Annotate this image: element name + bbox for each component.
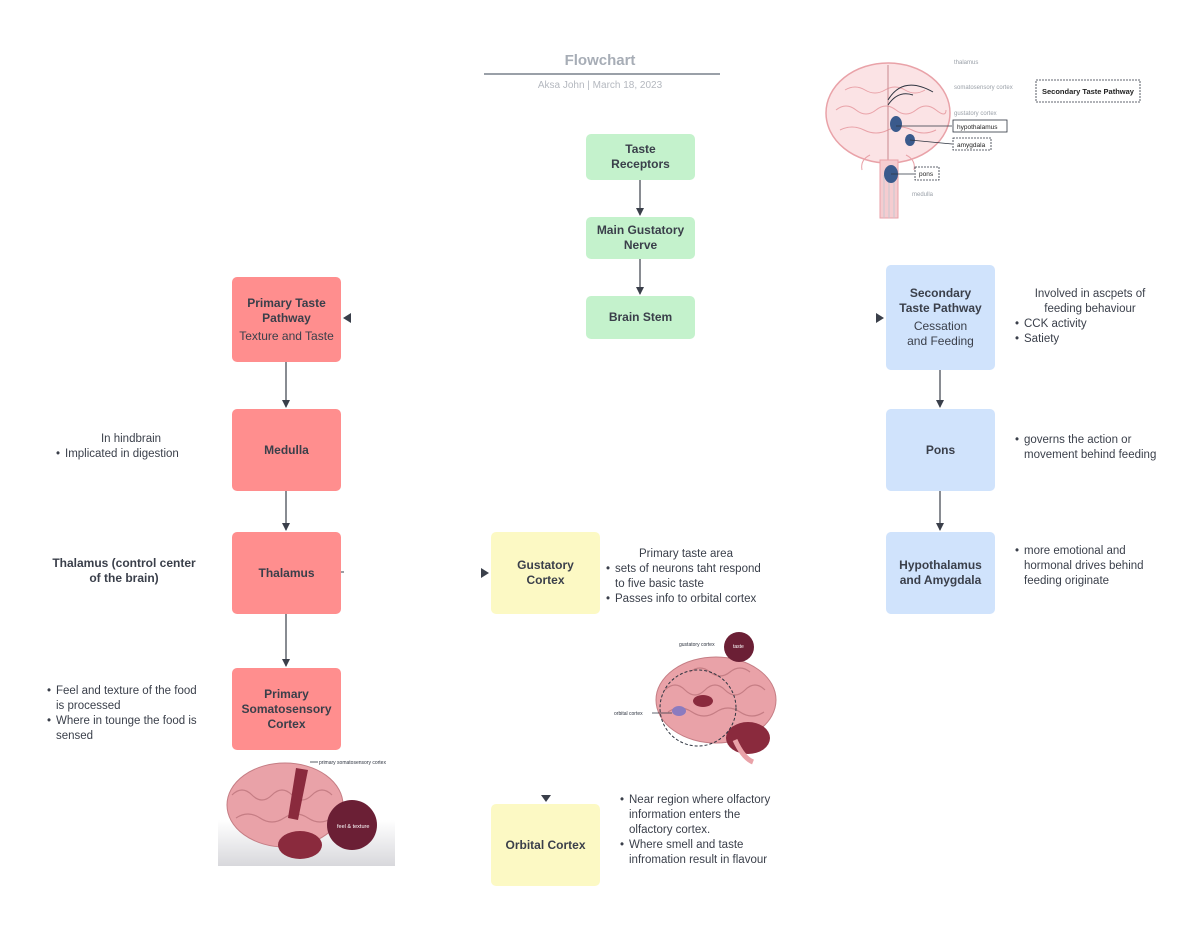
note-item: Passes info to orbital cortex [606,592,766,607]
node-label: Pons [925,442,956,457]
note-orbital: Near region where olfactory information … [620,793,782,868]
label-gustatory-small: gustatory cortex [679,642,715,648]
label-hypothalamus: hypothalamus [957,124,998,131]
node-label: Gustatory Cortex [517,558,574,587]
note-secondary: Involved in ascpets of feeding behaviour… [1015,287,1165,347]
label-primary-somatosensory: primary somatosensory cortex [319,760,386,766]
node-secondary-taste-pathway[interactable]: Secondary Taste Pathway Cessation and Fe… [886,265,995,370]
node-label: Primary Taste Pathway [247,295,326,325]
note-item: governs the action or movement behind fe… [1015,433,1175,463]
node-label: Secondary Taste Pathway [899,286,982,315]
node-hypothalamus-amygdala[interactable]: Hypothalamus and Amygdala [886,532,995,614]
page-subtitle: Aksa John | March 18, 2023 [537,80,663,91]
label-taste: taste [733,644,744,650]
brain-labels-coronal: thalamus somatosensory cortex gustatory … [912,60,1141,198]
node-medulla[interactable]: Medulla [232,409,341,491]
note-item: more emotional and hormonal drives behin… [1015,544,1155,589]
page-title: Flowchart [564,52,636,69]
note-medulla: In hindbrain Implicated in digestion [56,432,206,462]
label-somatosensory: somatosensory cortex [954,85,1013,91]
node-label: Orbital Cortex [505,837,586,852]
note-pons: governs the action or movement behind fe… [1015,433,1175,463]
node-orbital-cortex[interactable]: Orbital Cortex [491,804,600,886]
note-item: Near region where olfactory information … [620,793,782,838]
note-heading: In hindbrain [100,433,162,445]
node-label: Taste Receptors [611,142,670,171]
note-somatosensory: Feel and texture of the food is processe… [47,684,207,744]
note-gustatory: Primary taste area sets of neurons taht … [606,547,766,607]
note-item: CCK activity [1015,317,1165,332]
node-label: Brain Stem [608,310,673,324]
arrowheads [343,313,884,802]
node-label: Primary Somatosensory Cortex [241,686,332,731]
node-pons[interactable]: Pons [886,409,995,491]
node-brain-stem[interactable]: Brain Stem [586,296,695,339]
node-label: Hypothalamus and Amygdala [899,558,982,587]
node-gustatory-cortex[interactable]: Gustatory Cortex [491,532,600,614]
node-thalamus[interactable]: Thalamus [232,532,341,614]
note-item: Feel and texture of the food is processe… [47,684,207,714]
note-item: Where in tounge the food is sensed [47,714,207,744]
note-item: sets of neurons taht respond to five bas… [606,562,766,592]
arrowhead-into-secondary-pathway [876,313,884,323]
arrowhead-into-gustatory-cortex [481,568,489,578]
node-main-gustatory-nerve[interactable]: Main Gustatory Nerve [586,217,695,259]
node-primary-taste-pathway[interactable]: Primary Taste Pathway Texture and Taste [232,277,341,362]
node-taste-receptors[interactable]: Taste Receptors [586,134,695,180]
label-orbital-small: orbital cortex [614,711,643,717]
label-secondary-pathway: Secondary Taste Pathway [1042,87,1135,96]
note-thalamus: Thalamus (control center of the brain) [52,556,196,585]
note-item: Implicated in digestion [56,447,206,462]
arrowhead-into-orbital-cortex [541,795,551,802]
node-label: Medulla [264,442,309,457]
label-medulla: medulla [912,192,934,198]
node-label: Thalamus [258,565,315,580]
label-feel-texture: feel & texture [337,824,369,830]
node-sublabel: Cessation and Feeding [907,319,974,348]
note-item: Where smell and taste infromation result… [620,838,782,868]
label-pons: pons [919,171,934,178]
arrowhead-into-primary-pathway [343,313,351,323]
note-item: Satiety [1015,332,1165,347]
note-heading: Involved in ascpets of feeding behaviour [1034,288,1146,315]
label-gustatory: gustatory cortex [954,111,997,117]
note-heading: Primary taste area [639,548,733,560]
node-label: Main Gustatory Nerve [596,223,685,252]
node-primary-somatosensory-cortex[interactable]: Primary Somatosensory Cortex [232,668,341,750]
node-sublabel: Texture and Taste [239,328,334,343]
label-thalamus: thalamus [954,60,978,66]
label-amygdala: amygdala [957,142,986,149]
note-hypothalamus: more emotional and hormonal drives behin… [1015,544,1155,589]
title-divider [484,73,720,75]
